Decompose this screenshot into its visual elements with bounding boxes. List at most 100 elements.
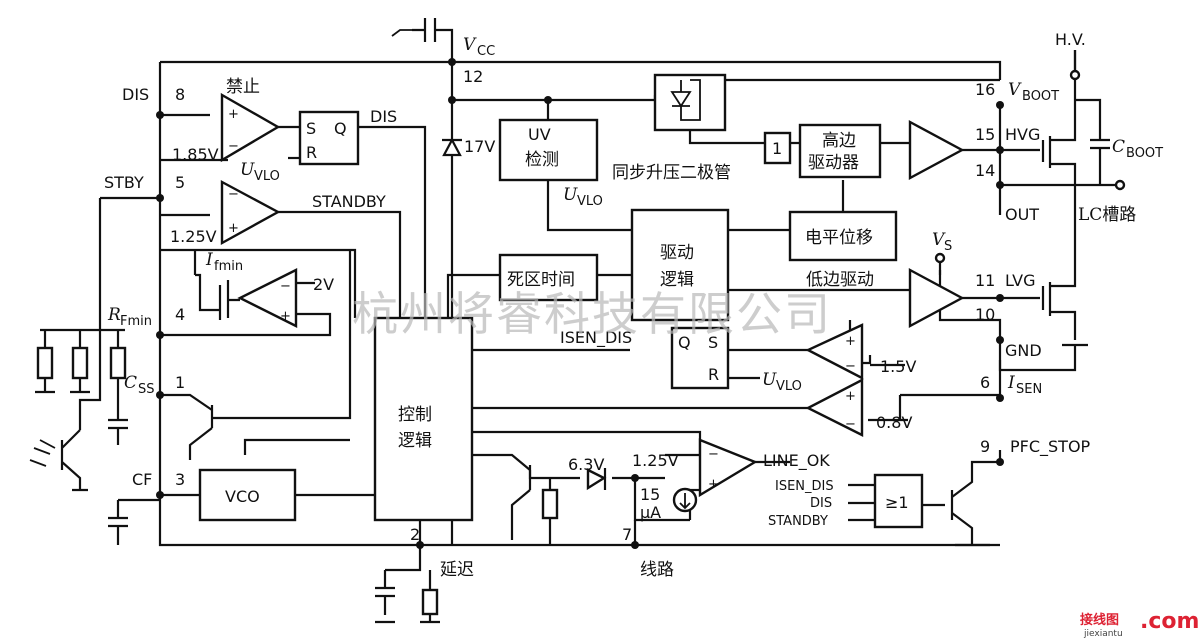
vco-block <box>198 468 297 522</box>
label-rfmin: R <box>107 305 121 325</box>
sr-q: Q <box>334 119 347 138</box>
drive-logic-label-2: 逻辑 <box>660 270 694 290</box>
v-2: 2V <box>313 275 334 294</box>
or2-label: ≥1 <box>885 493 909 512</box>
pin-labels: DIS STBY R Fmin C SS CF V CC V BOOT HVG … <box>104 30 1163 580</box>
pin-7: 7 <box>622 525 632 544</box>
isen-comparator-2 <box>805 378 864 437</box>
wiring <box>40 18 1120 622</box>
dead-time-block <box>498 253 599 302</box>
sr2-s: S <box>708 333 718 352</box>
control-logic-label-1: 控制 <box>398 405 432 425</box>
svg-text:+: + <box>708 477 719 492</box>
svg-text:+: + <box>228 107 239 122</box>
pin-10: 10 <box>975 305 995 324</box>
uvlo-a: U <box>240 160 255 180</box>
svg-text:−: − <box>708 447 719 462</box>
resistor-delay <box>421 588 439 616</box>
ifmin-sub: fmin <box>214 259 243 274</box>
i-15: 15 <box>640 485 660 504</box>
pin-numbers: 8 5 4 1 3 2 7 12 16 15 14 11 10 6 9 <box>175 67 995 544</box>
pin-1: 1 <box>175 373 185 392</box>
label-vboot-sub: BOOT <box>1022 89 1059 104</box>
label-gnd: GND <box>1005 341 1042 360</box>
pin-12: 12 <box>463 67 483 86</box>
label-rfmin-sub: Fmin <box>120 314 152 329</box>
isen-comparator-1 <box>805 323 864 380</box>
pin-11: 11 <box>975 271 995 290</box>
or-gate-label: 1 <box>772 139 782 158</box>
sr-latch <box>298 110 360 166</box>
pin-2: 2 <box>410 525 420 544</box>
uvlo-c: U <box>762 370 777 390</box>
resistor-r2 <box>71 346 89 380</box>
svg-text:.com: .com <box>1140 609 1199 634</box>
line-comparator <box>698 438 758 498</box>
svg-text:jiexiantu: jiexiantu <box>1083 629 1123 638</box>
svg-text:−: − <box>228 187 239 202</box>
svg-text:接线图: 接线图 <box>1080 612 1119 628</box>
pin-5: 5 <box>175 173 185 192</box>
or-gate <box>763 131 792 165</box>
junctions <box>156 58 1004 549</box>
pin-9: 9 <box>980 437 990 456</box>
svg-text:−: − <box>845 417 856 432</box>
disable-comparator <box>220 92 281 163</box>
svg-text:+: + <box>228 221 239 236</box>
label-stby: STBY <box>104 173 144 192</box>
label-css: C <box>124 373 137 393</box>
uvlo-a-sub: VLO <box>254 169 280 184</box>
low-side-buffer <box>908 267 965 329</box>
svg-text:−: − <box>845 359 856 374</box>
label-vs: V <box>932 230 946 250</box>
label-cf: CF <box>132 470 152 489</box>
watermark: 杭州将睿科技有限公司 <box>352 287 832 341</box>
sr-r: R <box>306 143 317 162</box>
label-dis: DIS <box>122 85 149 104</box>
pin-14: 14 <box>975 161 995 180</box>
label-css-sub: SS <box>138 382 155 397</box>
label-cboot: C <box>1112 137 1125 157</box>
svg-text:+: + <box>845 334 856 349</box>
svg-text:−: − <box>228 139 239 154</box>
v-1-85: 1.85V <box>172 145 219 164</box>
pin-3: 3 <box>175 470 185 489</box>
dis-signal: DIS <box>370 107 397 126</box>
or-block-ge1 <box>873 473 924 529</box>
label-isen-sub: SEN <box>1016 382 1042 397</box>
in-standby: STANDBY <box>768 514 828 529</box>
resistor-rfmin <box>109 346 127 380</box>
diode-63v <box>586 468 607 491</box>
label-vcc: V <box>463 35 477 55</box>
isen-sr-latch <box>670 326 730 390</box>
uvlo-b-sub: VLO <box>577 194 603 209</box>
dead-time-label: 死区时间 <box>507 270 575 290</box>
sr2-r: R <box>708 365 719 384</box>
v-1-25-b: 1.25V <box>632 451 679 470</box>
in-dis: DIS <box>810 496 832 511</box>
in-isen-dis: ISEN_DIS <box>775 479 834 494</box>
uv-label-1: UV <box>528 125 551 144</box>
label-vcc-sub: CC <box>477 44 495 59</box>
value-labels: 1.85V 1.25V 2V 17V 1.5V 0.8V 6.3V 1.25V … <box>170 137 916 522</box>
high-side-buffer <box>908 119 965 181</box>
bootstrap-diode-frame <box>653 73 727 132</box>
hs-driver-label-2: 驱动器 <box>808 153 859 173</box>
svg-text:−: − <box>280 279 291 294</box>
resistor-r1 <box>36 346 54 380</box>
uv-detect-block <box>498 118 599 182</box>
pin-15: 15 <box>975 125 995 144</box>
standby-comparator <box>220 179 281 246</box>
svg-text:+: + <box>845 389 856 404</box>
level-shift-block <box>788 210 898 262</box>
isen-dis-signal: ISEN_DIS <box>560 328 632 348</box>
pin-4: 4 <box>175 305 185 324</box>
site-logo: 接线图 .com jiexiantu <box>1080 609 1199 638</box>
i-15-unit: μA <box>640 503 661 522</box>
control-logic-block <box>373 316 474 522</box>
drive-logic-label-1: 驱动 <box>660 243 694 263</box>
pin-6: 6 <box>980 373 990 392</box>
ifmin-label: I <box>205 250 213 270</box>
